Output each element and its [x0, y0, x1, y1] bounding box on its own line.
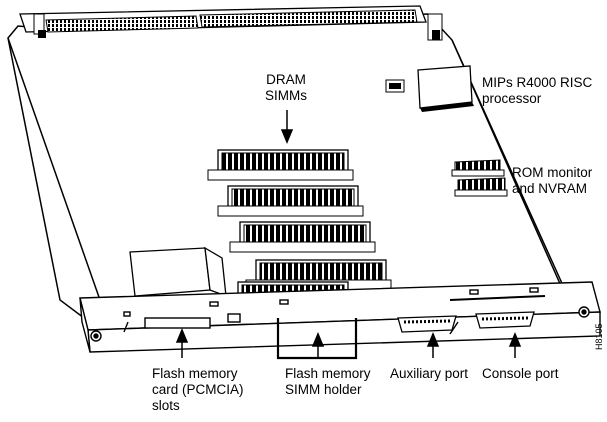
auxiliary-port-connector [397, 315, 457, 333]
figure-id-label: H8105 [594, 323, 604, 350]
pcmcia-housing [129, 246, 227, 297]
dram-simm-3 [229, 221, 376, 253]
flash-simm-holder-handle [276, 318, 358, 360]
front-panel [79, 281, 601, 353]
auxiliary-port-label: Auxiliary port [390, 366, 469, 381]
dram-simm-1 [207, 149, 354, 181]
pointer-arrows [175, 110, 522, 358]
processor-chip [385, 65, 474, 112]
console-port-label: Console port [482, 366, 559, 381]
rom-nvram-chips [451, 159, 508, 197]
backplane-connector [19, 5, 443, 41]
dram-simm-2 [217, 185, 364, 217]
console-port-connector [475, 311, 535, 329]
